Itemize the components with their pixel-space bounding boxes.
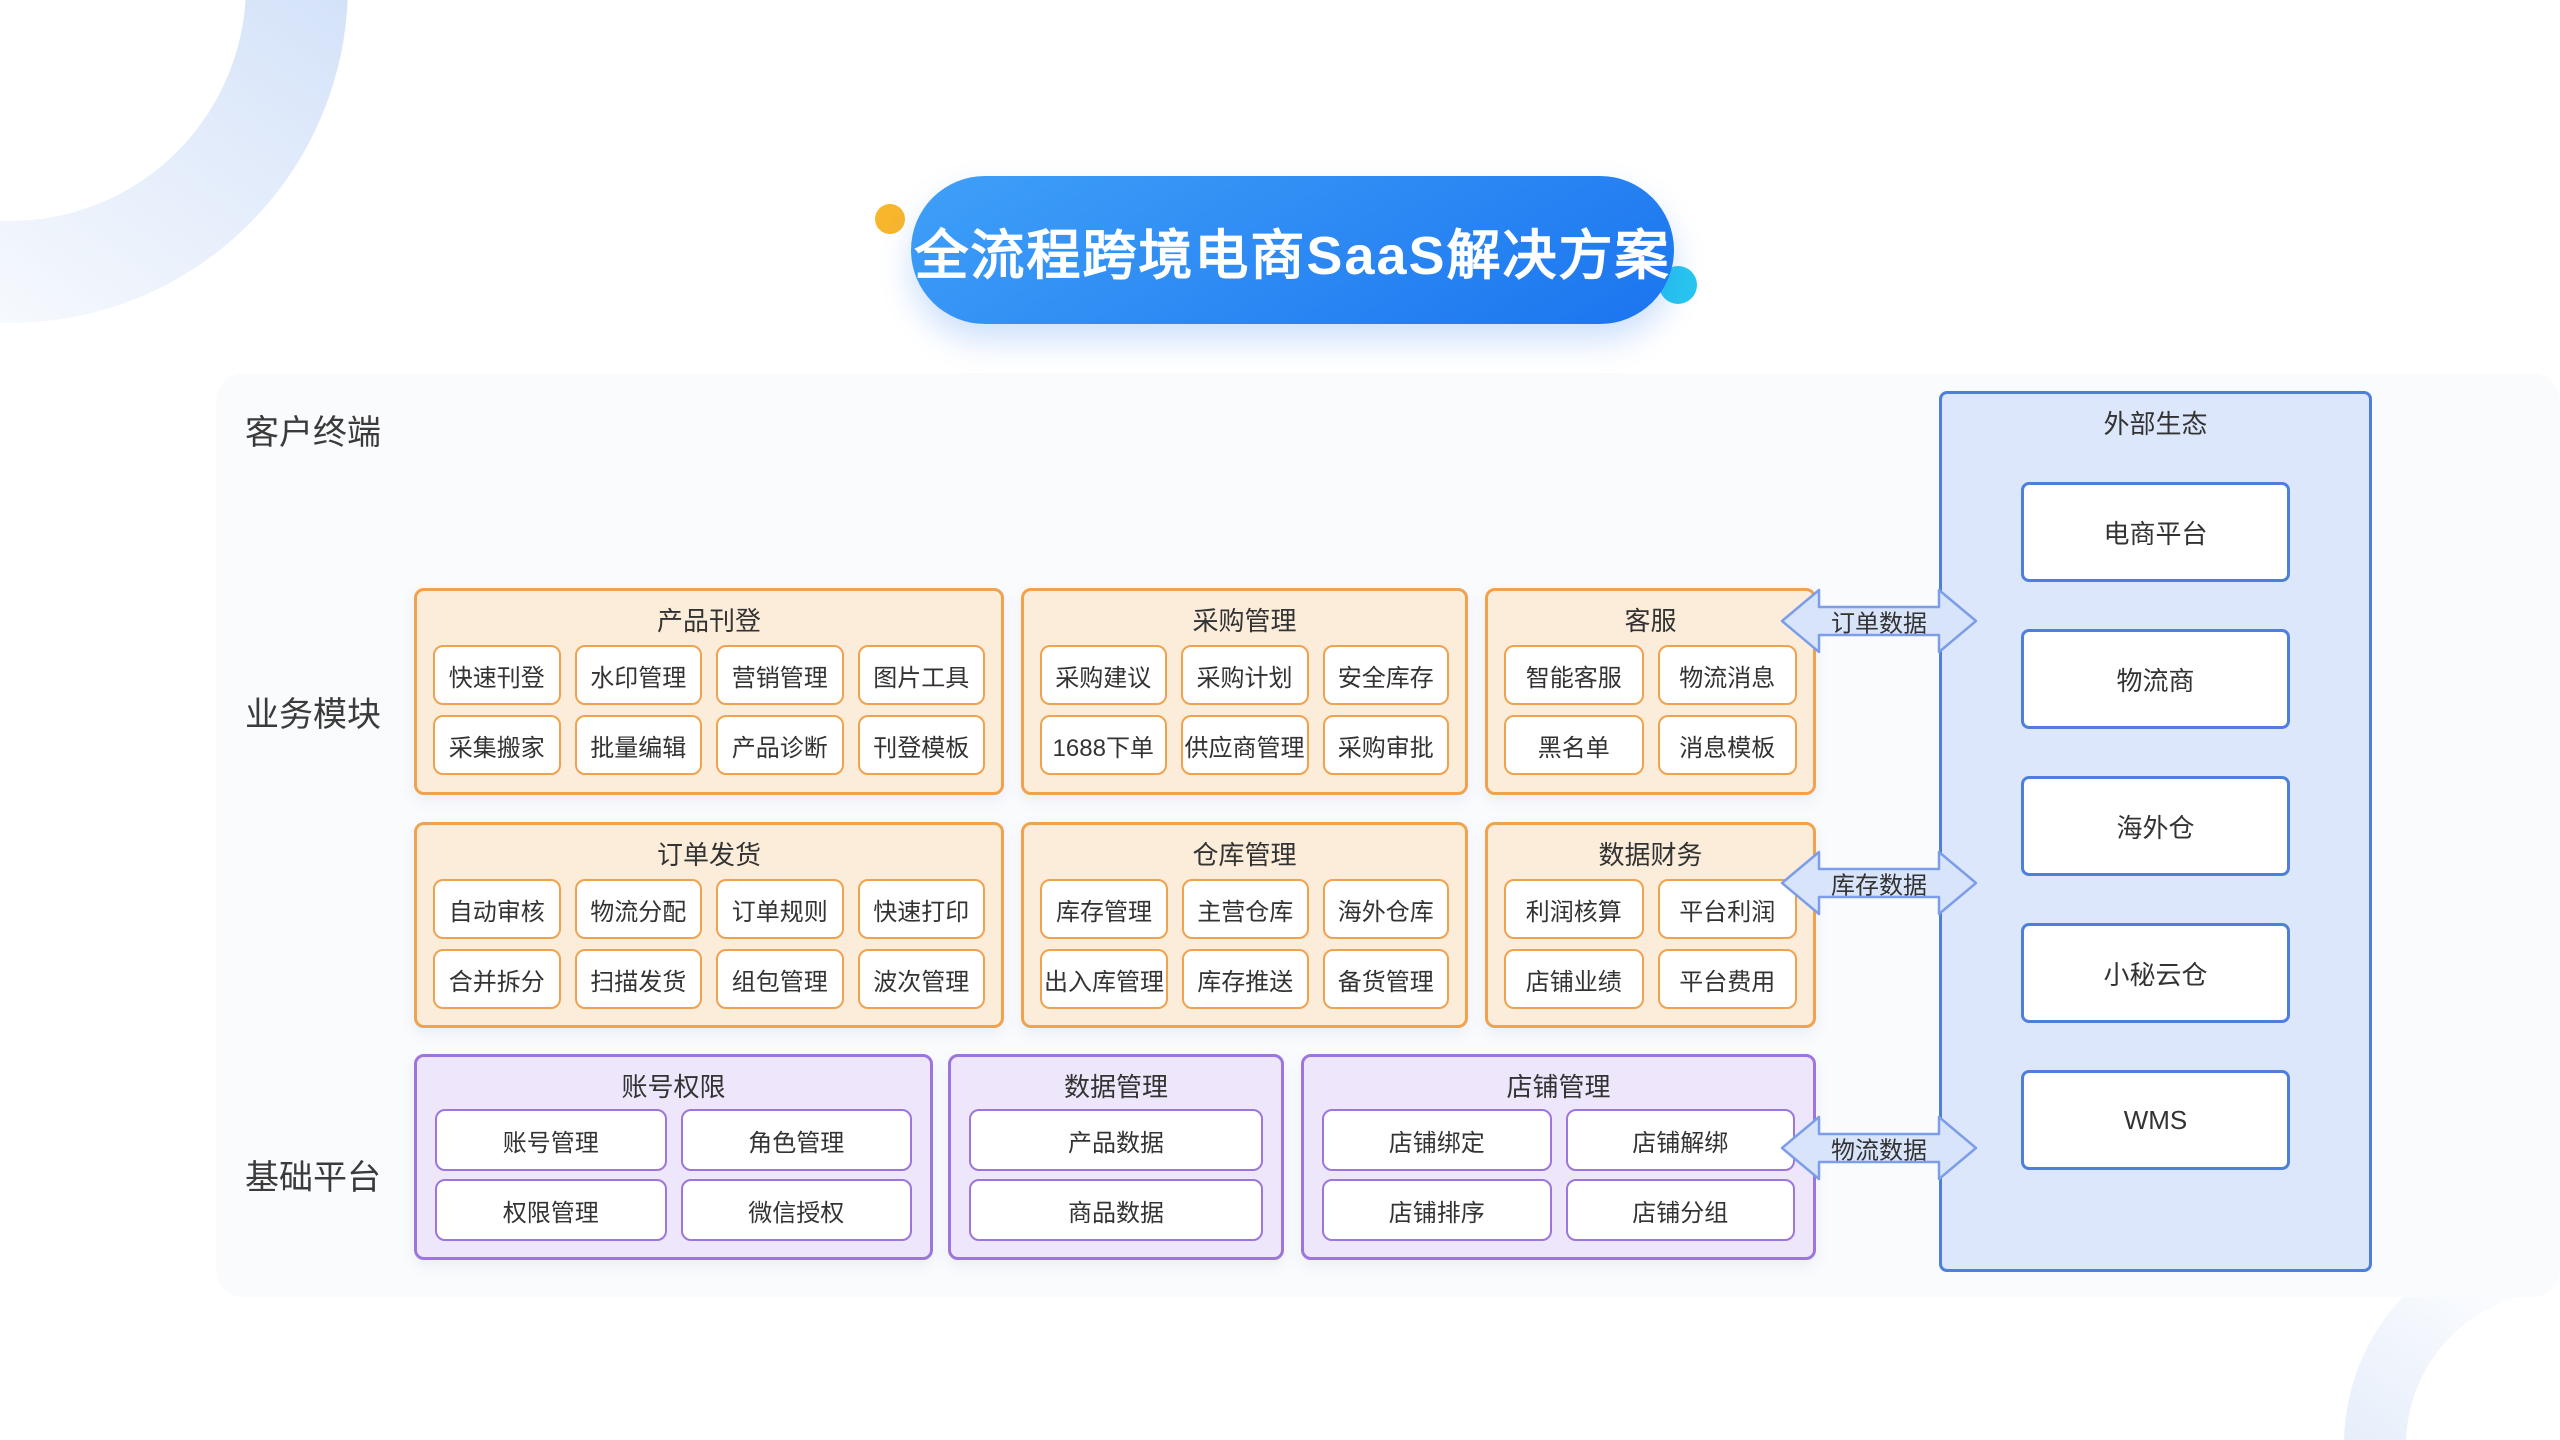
- panel-title: 客服: [1624, 606, 1677, 636]
- chip: 组包管理: [716, 949, 844, 1009]
- chip: 采购计划: [1180, 645, 1309, 705]
- panel-title: 账号权限: [621, 1072, 726, 1102]
- panel-title: 订单发货: [656, 840, 761, 870]
- page-title: 全流程跨境电商SaaS解决方案: [911, 176, 1674, 324]
- row-label-business: 业务模块: [245, 696, 381, 734]
- chip: 店铺解绑: [1565, 1109, 1795, 1171]
- panel-data-management: 数据管理 产品数据 商品数据: [948, 1054, 1284, 1260]
- panel-title: 店铺管理: [1506, 1072, 1611, 1102]
- chip: 海外仓库: [1322, 879, 1449, 939]
- chip: 主营仓库: [1182, 879, 1309, 939]
- chip: 采购建议: [1040, 645, 1167, 705]
- panel-data-finance: 数据财务 利润核算 平台利润 店铺业绩 平台费用: [1485, 822, 1816, 1028]
- arrow-logistics-data: 物流数据: [1779, 1113, 1979, 1183]
- external-box-xiaomi-cloud-warehouse: 小秘云仓: [2021, 923, 2290, 1023]
- chip: 角色管理: [680, 1109, 912, 1171]
- panel-external-ecosystem: 外部生态 电商平台 物流商 海外仓 小秘云仓 WMS: [1939, 391, 2372, 1272]
- chip: 图片工具: [857, 645, 985, 705]
- chip: 物流消息: [1657, 645, 1797, 705]
- chip: 供应商管理: [1180, 715, 1309, 775]
- panel-store-management: 店铺管理 店铺绑定 店铺解绑 店铺排序 店铺分组: [1301, 1054, 1816, 1260]
- row-label-platform: 基础平台: [245, 1159, 381, 1197]
- decor-dot-yellow: [875, 204, 905, 234]
- chip: 出入库管理: [1040, 949, 1168, 1009]
- chip: 水印管理: [574, 645, 702, 705]
- panel-account-permissions: 账号权限 账号管理 角色管理 权限管理 微信授权: [414, 1054, 933, 1260]
- panel-product-listing: 产品刊登 快速刊登 水印管理 营销管理 图片工具 采集搬家 批量编辑 产品诊断 …: [414, 588, 1004, 795]
- chip: 店铺排序: [1322, 1179, 1552, 1241]
- chip: 物流分配: [574, 879, 702, 939]
- panel-order-shipping: 订单发货 自动审核 物流分配 订单规则 快速打印 合并拆分 扫描发货 组包管理 …: [414, 822, 1004, 1028]
- chip: 权限管理: [435, 1179, 667, 1241]
- chip: 微信授权: [680, 1179, 912, 1241]
- double-arrow-icon: [1780, 1115, 1978, 1181]
- arrow-order-data: 订单数据: [1779, 586, 1979, 656]
- chip: 库存推送: [1182, 949, 1309, 1009]
- panel-warehouse: 仓库管理 库存管理 主营仓库 海外仓库 出入库管理 库存推送 备货管理: [1021, 822, 1468, 1028]
- panel-customer-service: 客服 智能客服 物流消息 黑名单 消息模板: [1485, 588, 1816, 795]
- chip: 安全库存: [1322, 645, 1449, 705]
- chip: 刊登模板: [857, 715, 985, 775]
- chip: 批量编辑: [574, 715, 702, 775]
- chip: 商品数据: [969, 1179, 1263, 1241]
- row-label-client: 客户终端: [245, 414, 381, 452]
- chip: 店铺绑定: [1322, 1109, 1552, 1171]
- arrow-label: 库存数据: [1831, 872, 1927, 900]
- panel-title: 数据管理: [1063, 1072, 1168, 1102]
- panel-title: 产品刊登: [656, 606, 761, 636]
- chip: 产品诊断: [716, 715, 844, 775]
- arrow-label: 物流数据: [1831, 1137, 1927, 1165]
- external-box-logistics-provider: 物流商: [2021, 629, 2290, 729]
- chip: 自动审核: [433, 879, 561, 939]
- chip: 店铺业绩: [1504, 949, 1644, 1009]
- chip: 波次管理: [857, 949, 985, 1009]
- chip: 快速刊登: [433, 645, 561, 705]
- chip: 智能客服: [1504, 645, 1644, 705]
- arrow-label: 订单数据: [1831, 610, 1927, 638]
- chip: 订单规则: [716, 879, 844, 939]
- chip: 店铺分组: [1565, 1179, 1795, 1241]
- chip: 采购审批: [1322, 715, 1449, 775]
- decor-ring-top-left: [0, 0, 348, 323]
- chip: 黑名单: [1504, 715, 1644, 775]
- double-arrow-icon: [1780, 850, 1978, 916]
- chip: 库存管理: [1040, 879, 1168, 939]
- chip: 平台费用: [1657, 949, 1797, 1009]
- panel-title: 外部生态: [2103, 409, 2208, 439]
- external-box-wms: WMS: [2021, 1070, 2290, 1170]
- chip: 营销管理: [716, 645, 844, 705]
- chip: 快速打印: [857, 879, 985, 939]
- panel-title: 数据财务: [1598, 840, 1703, 870]
- chip: 利润核算: [1504, 879, 1644, 939]
- chip: 采集搬家: [433, 715, 561, 775]
- chip: 账号管理: [435, 1109, 667, 1171]
- panel-title: 采购管理: [1192, 606, 1297, 636]
- chip: 扫描发货: [574, 949, 702, 1009]
- chip: 消息模板: [1657, 715, 1797, 775]
- panel-procurement: 采购管理 采购建议 采购计划 安全库存 1688下单 供应商管理 采购审批: [1021, 588, 1468, 795]
- chip: 产品数据: [969, 1109, 1263, 1171]
- chip: 平台利润: [1657, 879, 1797, 939]
- chip: 1688下单: [1040, 715, 1167, 775]
- external-box-overseas-warehouse: 海外仓: [2021, 776, 2290, 876]
- arrow-inventory-data: 库存数据: [1779, 848, 1979, 918]
- chip: 合并拆分: [433, 949, 561, 1009]
- chip: 备货管理: [1322, 949, 1449, 1009]
- double-arrow-icon: [1780, 588, 1978, 654]
- panel-title: 仓库管理: [1192, 840, 1297, 870]
- external-box-ecommerce-platform: 电商平台: [2021, 482, 2290, 582]
